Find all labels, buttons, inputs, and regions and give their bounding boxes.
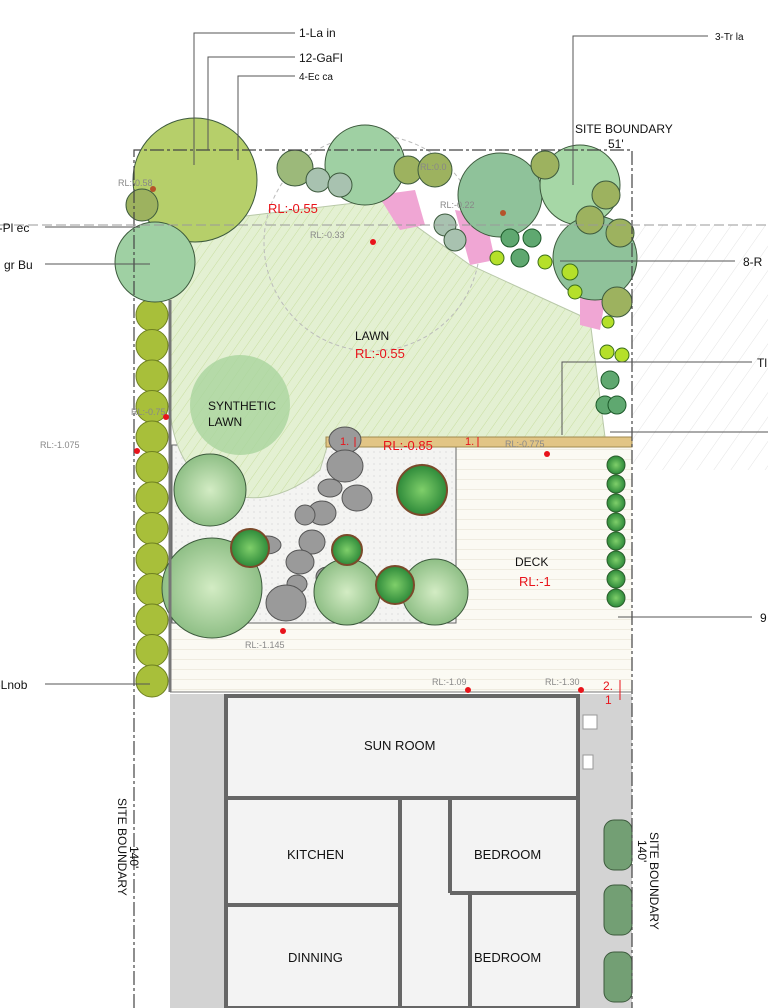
hedge-shrub (135, 329, 169, 362)
hedge-shrub (606, 512, 626, 532)
room-sun-room: SUN ROOM (364, 738, 436, 753)
deck-rl: RL:-1 (519, 574, 551, 589)
site-boundary-left-length: 140' (127, 846, 141, 868)
room-bedroom-2: BEDROOM (474, 950, 541, 965)
hedge-shrub (606, 550, 626, 570)
hedge-shrub (135, 420, 169, 454)
label-r: 8-R (743, 255, 763, 269)
label-la-in: 1-La in (299, 26, 336, 40)
site-boundary-line (133, 149, 633, 1008)
hedge-shrub (135, 298, 169, 332)
label-tl: Tl (757, 356, 767, 370)
label-lnob: 3-Lnob (0, 678, 28, 692)
synthetic-lawn (190, 355, 290, 455)
site-boundary-right: SITE BOUNDARY 140' (635, 832, 661, 930)
rl-130: RL:-1.30 (545, 677, 580, 687)
deck-label: DECK (515, 555, 548, 569)
tree-gr-bu (114, 221, 196, 303)
label-ga-fl: 12-GaFI (299, 51, 343, 65)
window-box (582, 754, 594, 770)
label-gr-bu: gr Bu (4, 258, 33, 272)
shrub-pl-ec (125, 188, 159, 222)
top-rl: RL:-0.55 (268, 201, 318, 216)
room-dinning: DINNING (288, 950, 343, 965)
side-shrubs (603, 819, 633, 1003)
step-mark: 1. (465, 436, 474, 448)
flower-bed (580, 295, 605, 330)
site-boundary-right-label: SITE BOUNDARY (647, 832, 661, 930)
hedge-row-right (606, 455, 626, 608)
site-boundary-left-label: SITE BOUNDARY (115, 798, 129, 896)
site-boundary-top-label: SITE BOUNDARY (575, 122, 673, 136)
room-kitchen: KITCHEN (287, 847, 344, 862)
rl-1145: RL:-1.145 (245, 640, 285, 650)
label-pl-ec: 6-Pl ec (0, 221, 29, 235)
rl-00: RL:0.0 (420, 162, 447, 172)
hedge-shrub (606, 455, 626, 475)
window-box (582, 714, 598, 730)
rl-022: RL:-0.22 (440, 200, 475, 210)
tree-la-in (132, 117, 258, 243)
hedge-shrub (135, 512, 169, 545)
label-nine: 9 (760, 611, 767, 625)
rl-0775: RL:-0.775 (505, 439, 545, 449)
level-points (134, 239, 584, 693)
synthetic-lawn-label-2: LAWN (208, 415, 242, 429)
tree-centers (150, 186, 506, 216)
hedge-shrub (135, 603, 169, 637)
step-rl: RL:-0.85 (383, 438, 433, 453)
site-boundary-right-length: 140' (635, 840, 649, 862)
hedge-shrub (606, 569, 626, 589)
lawn-rl: RL:-0.55 (355, 346, 405, 361)
step-strip (325, 436, 633, 448)
step-mark: 1. (340, 436, 349, 448)
rl-109: RL:-1.09 (432, 677, 467, 687)
step-arrows (354, 437, 621, 700)
site-boundary-left: SITE BOUNDARY 140' (115, 798, 141, 896)
hedge-shrub (135, 542, 169, 576)
synthetic-lawn-label-1: SYNTHETIC (208, 399, 276, 413)
flower-bed (378, 190, 425, 230)
hedge-shrub (135, 359, 169, 393)
hedge-shrub (135, 664, 169, 698)
trees (114, 117, 638, 639)
hedge-shrub (606, 474, 626, 494)
hedge-shrub (135, 634, 169, 667)
rl-075: RL:-0.75 (131, 407, 166, 417)
label-ec-ca: 4-Ec ca (299, 72, 333, 83)
hedge-shrub (606, 493, 626, 513)
neighbour-hatch (632, 225, 768, 470)
rl-033: RL:-0.33 (310, 230, 345, 240)
hedge-row-left (135, 298, 169, 698)
site-boundary-top-length: 51' (608, 137, 624, 151)
rl-1075: RL:-1.075 (40, 440, 80, 450)
hedge-shrub (135, 451, 169, 484)
step-mark: 2. (603, 679, 613, 693)
lawn-label: LAWN (355, 329, 389, 343)
hedge-shrub (606, 531, 626, 551)
hedge-shrub (606, 588, 626, 608)
house-walls (224, 694, 580, 1008)
rl-058: RL:-0.58 (118, 178, 153, 188)
hedge-shrub (135, 481, 169, 515)
label-tr-la: 3-Tr la (715, 32, 744, 43)
room-bedroom-1: BEDROOM (474, 847, 541, 862)
leader-lines (45, 32, 768, 685)
step-mark: 1 (605, 693, 612, 707)
